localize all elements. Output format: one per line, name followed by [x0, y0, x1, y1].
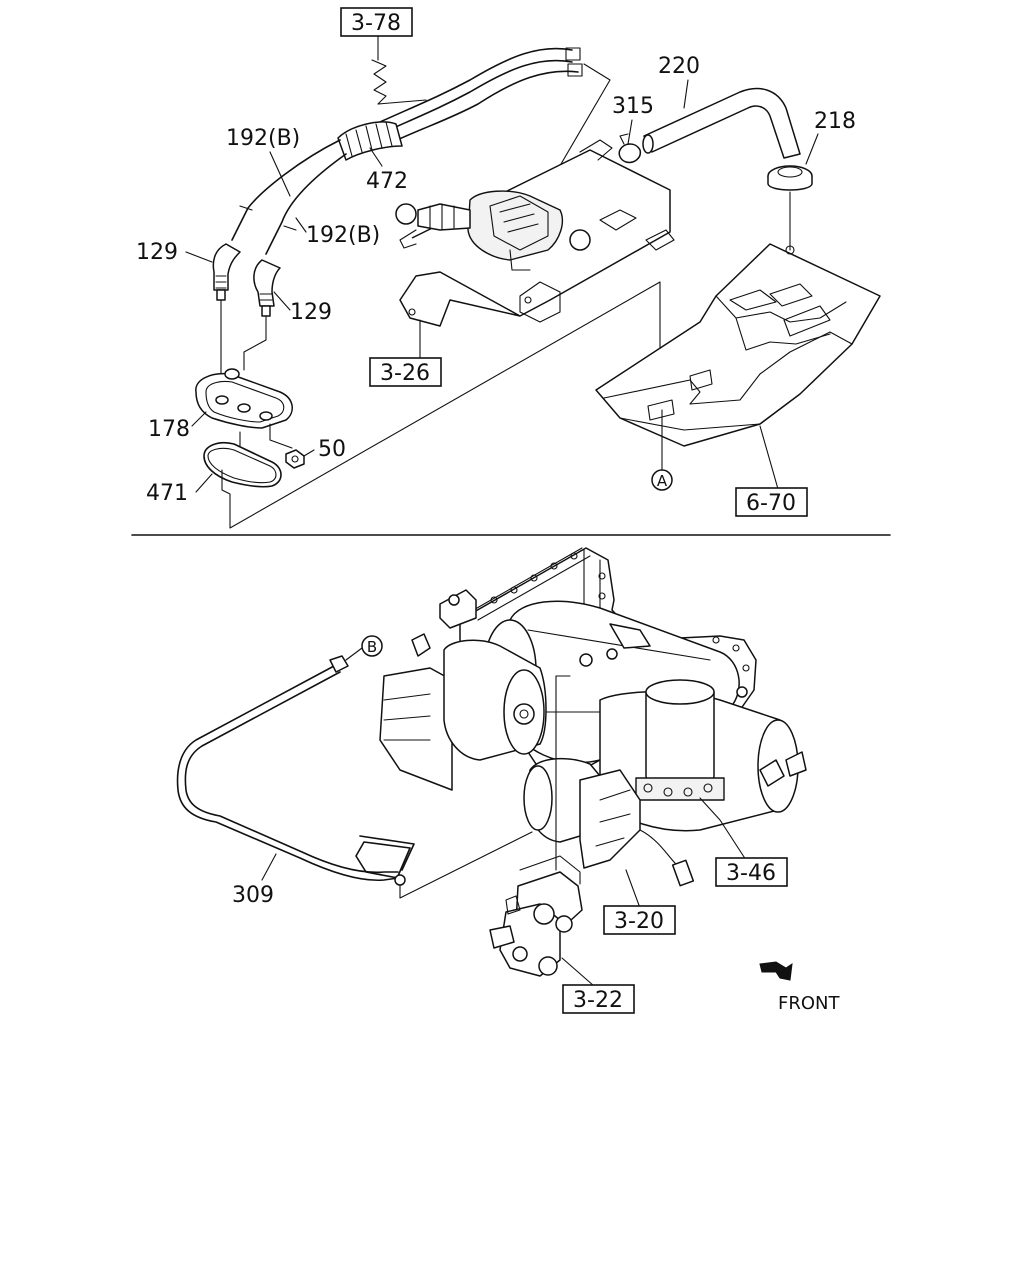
marker-a-label: A	[657, 472, 668, 490]
ref-3-22-label: 3-22	[573, 988, 623, 1013]
hose-192b-right	[265, 153, 347, 255]
clamp-315	[618, 133, 642, 164]
floor-panel	[595, 243, 881, 447]
callout-472[interactable]: 472	[366, 169, 408, 194]
ref-6-70-label: 6-70	[746, 491, 796, 516]
hose-192b-left	[231, 139, 341, 241]
ref-3-78-label: 3-78	[351, 11, 401, 36]
ref-3-20-label: 3-20	[614, 909, 664, 934]
ref-3-20[interactable]: 3-20	[603, 905, 676, 935]
front-label: FRONT	[778, 993, 840, 1014]
elbow-129-right	[253, 259, 281, 317]
ref-3-46[interactable]: 3-46	[715, 857, 788, 887]
callout-129-left[interactable]: 129	[136, 240, 178, 265]
pipe-309	[176, 655, 415, 886]
hose-upper-a	[379, 47, 573, 123]
ref-3-26-label: 3-26	[380, 361, 430, 386]
gasket-471	[203, 441, 282, 488]
ref-3-22[interactable]: 3-22	[562, 984, 635, 1014]
callout-50[interactable]: 50	[318, 437, 346, 462]
hose-220	[642, 87, 801, 159]
marker-a[interactable]: A	[651, 469, 673, 491]
callout-315[interactable]: 315	[612, 94, 654, 119]
marker-b[interactable]: B	[361, 635, 383, 657]
callout-192b-lower[interactable]: 192(B)	[306, 223, 380, 248]
air-tank-assembly	[379, 547, 807, 887]
grommet-218	[767, 165, 813, 191]
bracket-assembly	[395, 139, 675, 327]
callout-309[interactable]: 309	[232, 883, 274, 908]
nut-50	[285, 449, 305, 469]
plate-178	[195, 368, 293, 429]
valve-assembly	[489, 855, 583, 977]
ref-6-70[interactable]: 6-70	[735, 487, 808, 517]
front-arrow-icon	[759, 961, 793, 981]
corrugated-hose-472	[337, 121, 403, 161]
callout-129-right[interactable]: 129	[290, 300, 332, 325]
hose-upper-b	[379, 59, 573, 135]
elbow-129-left	[212, 243, 241, 301]
callout-178[interactable]: 178	[148, 417, 190, 442]
callout-218[interactable]: 218	[814, 109, 856, 134]
callout-192b-upper[interactable]: 192(B)	[226, 126, 300, 151]
marker-b-label: B	[367, 638, 377, 656]
callout-220[interactable]: 220	[658, 54, 700, 79]
air-dryer	[635, 679, 725, 801]
callout-471[interactable]: 471	[146, 481, 188, 506]
ref-3-26[interactable]: 3-26	[369, 357, 442, 387]
ref-3-78[interactable]: 3-78	[340, 7, 413, 37]
ref-3-46-label: 3-46	[726, 861, 776, 886]
